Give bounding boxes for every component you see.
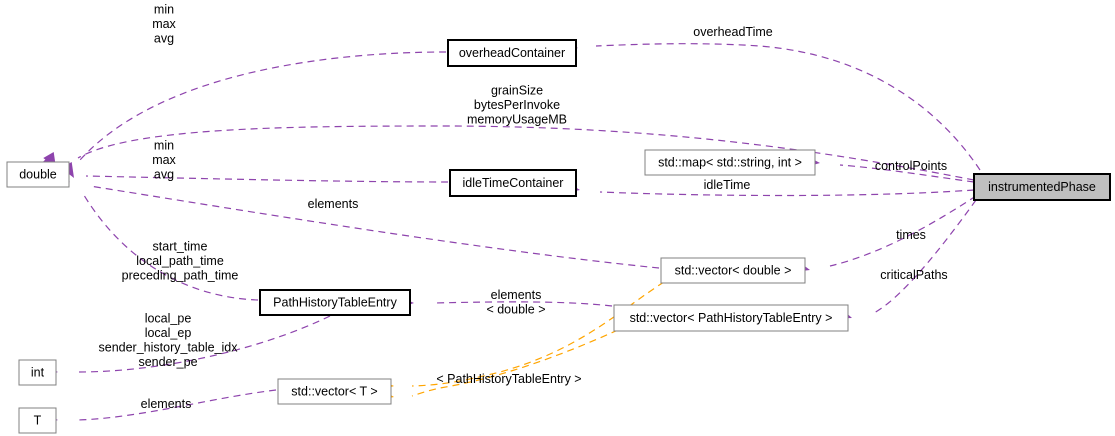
edge-label-lbl-templ-phte: < PathHistoryTableEntry >: [436, 372, 581, 386]
node-label: PathHistoryTableEntry: [273, 295, 397, 309]
edge-label-line: local_path_time: [136, 254, 224, 268]
node-box[interactable]: [660, 257, 806, 284]
edge-label-line: criticalPaths: [880, 268, 947, 282]
edge-label-line: min: [154, 3, 174, 17]
edge-label-line: times: [896, 228, 926, 242]
edge-label-line: elements: [491, 288, 542, 302]
edge-label-line: min: [154, 139, 174, 153]
node-vecT[interactable]: std::vector< T >: [277, 378, 392, 405]
node-label: std::vector< PathHistoryTableEntry >: [630, 311, 833, 325]
node-box[interactable]: [613, 304, 849, 332]
edge-label-line: bytesPerInvoke: [474, 98, 560, 112]
edge-label-line: < PathHistoryTableEntry >: [436, 372, 581, 386]
node-T[interactable]: T: [18, 407, 57, 434]
edge-label-line: elements: [308, 197, 359, 211]
edge-label-lbl-times: times: [896, 228, 926, 242]
node-label: std::map< std::string, int >: [658, 155, 802, 169]
edge-label-line: avg: [154, 168, 174, 182]
edge-path: [871, 199, 977, 315]
edge-label-line: sender_pe: [138, 355, 197, 369]
nodes-layer: double overheadContainer idleTimeContainer…: [6, 39, 1111, 434]
node-label: instrumentedPhase: [988, 180, 1096, 194]
edge-label-line: local_ep: [145, 326, 192, 340]
edge-path: [77, 389, 277, 421]
node-box[interactable]: [644, 149, 816, 176]
edge-label-line: max: [152, 153, 176, 167]
node-label: int: [31, 365, 45, 379]
edge-label-line: avg: [154, 32, 174, 46]
node-label: overheadContainer: [459, 46, 565, 60]
node-box[interactable]: [447, 39, 577, 67]
node-label: idleTimeContainer: [463, 176, 564, 190]
edge-vecphte-template-vecT: [378, 329, 619, 401]
edge-instrumentedPhase-to-idleTimeContainer: [564, 181, 975, 197]
edge-label-lbl-controlPoints: controlPoints: [875, 159, 947, 173]
edge-path: [77, 315, 331, 373]
edge-label-lbl-elements-double: elements< double >: [486, 288, 545, 317]
edge-label-line: < double >: [486, 303, 545, 317]
edge-path: [79, 51, 447, 161]
edge-label-lbl-elements-vecdouble: elements: [308, 197, 359, 211]
edge-instrumentedPhase-to-vecphte: [835, 199, 977, 319]
edge-path: [595, 43, 981, 171]
edge-label-line: overheadTime: [693, 25, 772, 39]
edge-label-line: sender_history_table_idx: [99, 341, 239, 355]
node-label: double: [19, 167, 57, 181]
edge-instrumentedPhase-to-vecdouble: [793, 195, 977, 272]
edge-label-lbl-idleTime: idleTime: [704, 178, 751, 192]
node-stdmap[interactable]: std::map< std::string, int >: [644, 149, 816, 176]
edge-label-line: idleTime: [704, 178, 751, 192]
node-box[interactable]: [259, 289, 411, 316]
node-box[interactable]: [18, 359, 57, 386]
node-box[interactable]: [449, 169, 577, 197]
edge-label-line: grainSize: [491, 84, 543, 98]
edge-label-line: start_time: [153, 240, 208, 254]
edge-label-line: controlPoints: [875, 159, 947, 173]
node-label: std::vector< T >: [291, 384, 377, 398]
edge-path: [599, 189, 975, 197]
node-vecphte[interactable]: std::vector< PathHistoryTableEntry >: [613, 304, 849, 332]
node-overheadContainer[interactable]: overheadContainer: [447, 39, 577, 67]
edge-path: [433, 301, 613, 307]
node-label: std::vector< double >: [675, 263, 792, 277]
edge-label-line: preceding_path_time: [122, 269, 239, 283]
edge-label-lbl-overheadTime: overheadTime: [693, 25, 772, 39]
edge-path: [411, 329, 619, 397]
node-int[interactable]: int: [18, 359, 57, 386]
edge-path: [77, 125, 975, 181]
edge-path: [85, 175, 449, 183]
node-vecdouble[interactable]: std::vector< double >: [660, 257, 806, 284]
node-instrumentedPhase[interactable]: instrumentedPhase: [973, 173, 1111, 201]
node-phte[interactable]: PathHistoryTableEntry: [259, 289, 411, 316]
node-label: T: [34, 413, 42, 427]
node-box[interactable]: [18, 407, 57, 434]
edge-label-lbl-elements-T: elements: [141, 397, 192, 411]
node-idleTimeContainer[interactable]: idleTimeContainer: [449, 169, 577, 197]
edge-path: [81, 191, 259, 301]
edge-overheadContainer-to-double: [43, 51, 447, 168]
node-double[interactable]: double: [6, 161, 70, 188]
node-box[interactable]: [6, 161, 70, 188]
edge-label-line: memoryUsageMB: [467, 113, 567, 127]
edge-path: [839, 164, 975, 183]
edge-label-line: elements: [141, 397, 192, 411]
edge-path: [829, 195, 977, 267]
edge-label-line: max: [152, 17, 176, 31]
edge-idleTimeContainer-to-double: [52, 168, 449, 183]
edge-label-line: local_pe: [145, 312, 192, 326]
edge-label-lbl-criticalPaths: criticalPaths: [880, 268, 947, 282]
edge-path: [89, 185, 660, 269]
node-box[interactable]: [277, 378, 392, 405]
node-box[interactable]: [973, 173, 1111, 201]
